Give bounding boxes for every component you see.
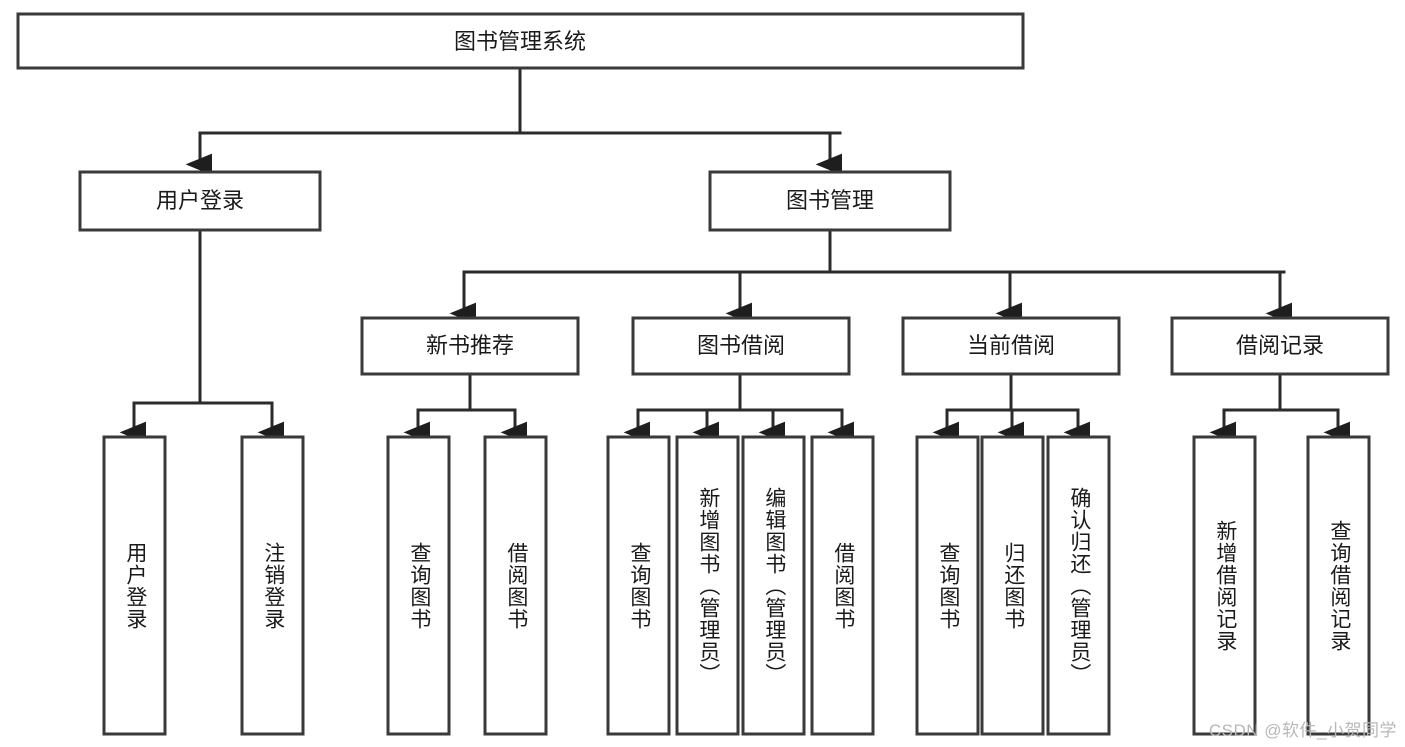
csdn-watermark: CSDN @软件_小贺同学 — [1208, 721, 1397, 740]
node-book-borrow-label: 图书借阅 — [697, 333, 785, 358]
connectors-borrow-record-to-leaves — [1209, 372, 1350, 444]
node-user-login-label: 用户登录 — [156, 188, 244, 213]
node-current-borrow[interactable]: 当前借阅 — [901, 316, 1121, 376]
node-new-book-recommend[interactable]: 新书推荐 — [360, 316, 580, 376]
node-leaf-borrow-book-2-box[interactable] — [810, 435, 875, 736]
node-book-manage[interactable]: 图书管理 — [708, 170, 952, 232]
node-borrow-record-label: 借阅记录 — [1236, 333, 1324, 358]
node-leaf-query-record-box[interactable] — [1306, 435, 1371, 736]
node-leaf-query-book-2-box[interactable] — [606, 435, 671, 736]
node-leaf-user-login-box[interactable] — [102, 435, 167, 736]
connectors-root-to-level2 — [185, 66, 842, 176]
node-user-login-box[interactable] — [78, 170, 322, 232]
node-leaf-confirm-return-box[interactable] — [1046, 435, 1111, 736]
connectors-new-book-recommend-to-leaves — [403, 372, 527, 444]
node-root-label: 图书管理系统 — [454, 29, 586, 54]
node-leaf-logout-box[interactable] — [240, 435, 305, 736]
node-leaf-borrow-book-1-box[interactable] — [483, 435, 548, 736]
node-new-book-recommend-label: 新书推荐 — [426, 333, 514, 358]
node-borrow-record-box[interactable] — [1170, 316, 1390, 376]
node-leaf-edit-book-box[interactable] — [741, 435, 806, 736]
node-leaf-query-book-3-box[interactable] — [915, 435, 980, 736]
node-book-manage-box[interactable] — [708, 170, 952, 232]
node-root-box[interactable] — [16, 12, 1025, 70]
node-root[interactable]: 图书管理系统 — [16, 12, 1025, 70]
connectors-book-manage-to-level3 — [449, 228, 1292, 325]
node-current-borrow-box[interactable] — [901, 316, 1121, 376]
node-leaf-query-book-1-box[interactable] — [386, 435, 451, 736]
node-book-manage-label: 图书管理 — [786, 188, 874, 213]
node-leaf-return-book-box[interactable] — [980, 435, 1045, 736]
node-user-login[interactable]: 用户登录 — [78, 170, 322, 232]
node-borrow-record[interactable]: 借阅记录 — [1170, 316, 1390, 376]
connectors-user-login-to-leaves — [119, 228, 284, 444]
node-current-borrow-label: 当前借阅 — [967, 333, 1055, 358]
node-leaf-add-book-box[interactable] — [675, 435, 740, 736]
connectors-current-borrow-to-leaves — [932, 372, 1090, 444]
leaf-boxes — [102, 435, 1371, 736]
node-book-borrow-box[interactable] — [631, 316, 851, 376]
node-book-borrow[interactable]: 图书借阅 — [631, 316, 851, 376]
node-leaf-add-record-box[interactable] — [1192, 435, 1257, 736]
connectors-book-borrow-to-leaves — [623, 372, 854, 444]
node-new-book-recommend-box[interactable] — [360, 316, 580, 376]
